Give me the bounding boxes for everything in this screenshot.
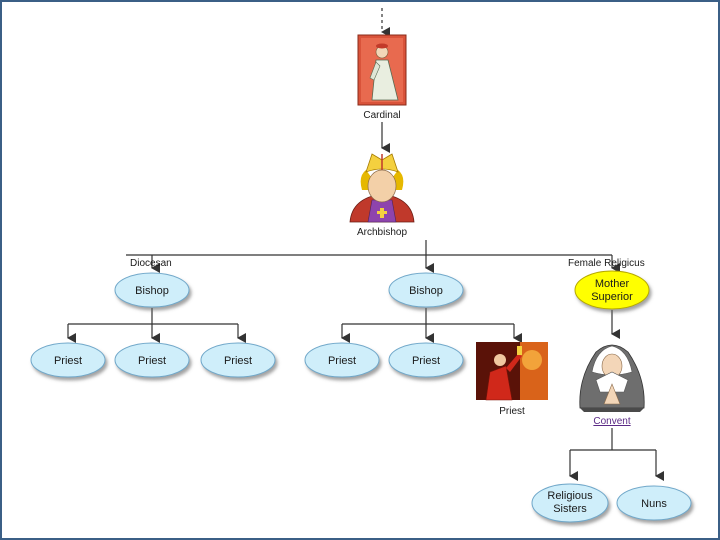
priest-node-2[interactable]: Priest: [114, 342, 190, 378]
religious-sisters-line2: Sisters: [553, 503, 587, 515]
archbishop-label: Archbishop: [357, 227, 407, 238]
religious-sisters-line1: Religious: [547, 490, 593, 502]
archbishop-clipart-icon: [349, 153, 415, 223]
priest-clipart-icon: [476, 342, 548, 401]
cardinal-label: Cardinal: [363, 110, 400, 121]
cardinal-clipart-icon: [357, 34, 407, 106]
bishop-mid-node[interactable]: Bishop: [388, 272, 464, 308]
nun-clipart-icon: [579, 344, 645, 412]
religious-sisters-node[interactable]: Religious Sisters: [531, 483, 609, 523]
female-religious-label: Female Religicus: [568, 258, 645, 269]
priest-label-4: Priest: [328, 355, 356, 367]
priest-label-1: Priest: [54, 355, 82, 367]
mother-superior-line2: Superior: [591, 291, 633, 303]
priest-photo-caption: Priest: [499, 406, 525, 417]
bishop-mid-label: Bishop: [409, 285, 443, 297]
convent-link[interactable]: Convent: [593, 416, 630, 427]
priest-label-2: Priest: [138, 355, 166, 367]
priest-node-5[interactable]: Priest: [388, 342, 464, 378]
priest-node-1[interactable]: Priest: [30, 342, 106, 378]
priest-node-4[interactable]: Priest: [304, 342, 380, 378]
mother-superior-node[interactable]: Mother Superior: [574, 270, 650, 310]
nuns-label: Nuns: [641, 498, 667, 510]
priest-node-3[interactable]: Priest: [200, 342, 276, 378]
bishop-left-node[interactable]: Bishop: [114, 272, 190, 308]
priest-label-3: Priest: [224, 355, 252, 367]
nuns-node[interactable]: Nuns: [616, 485, 692, 521]
bishop-left-label: Bishop: [135, 285, 169, 297]
diocesan-label: Diocesan: [130, 258, 172, 269]
priest-label-5: Priest: [412, 355, 440, 367]
mother-superior-line1: Mother: [595, 278, 630, 290]
connectors: [67, 8, 664, 481]
